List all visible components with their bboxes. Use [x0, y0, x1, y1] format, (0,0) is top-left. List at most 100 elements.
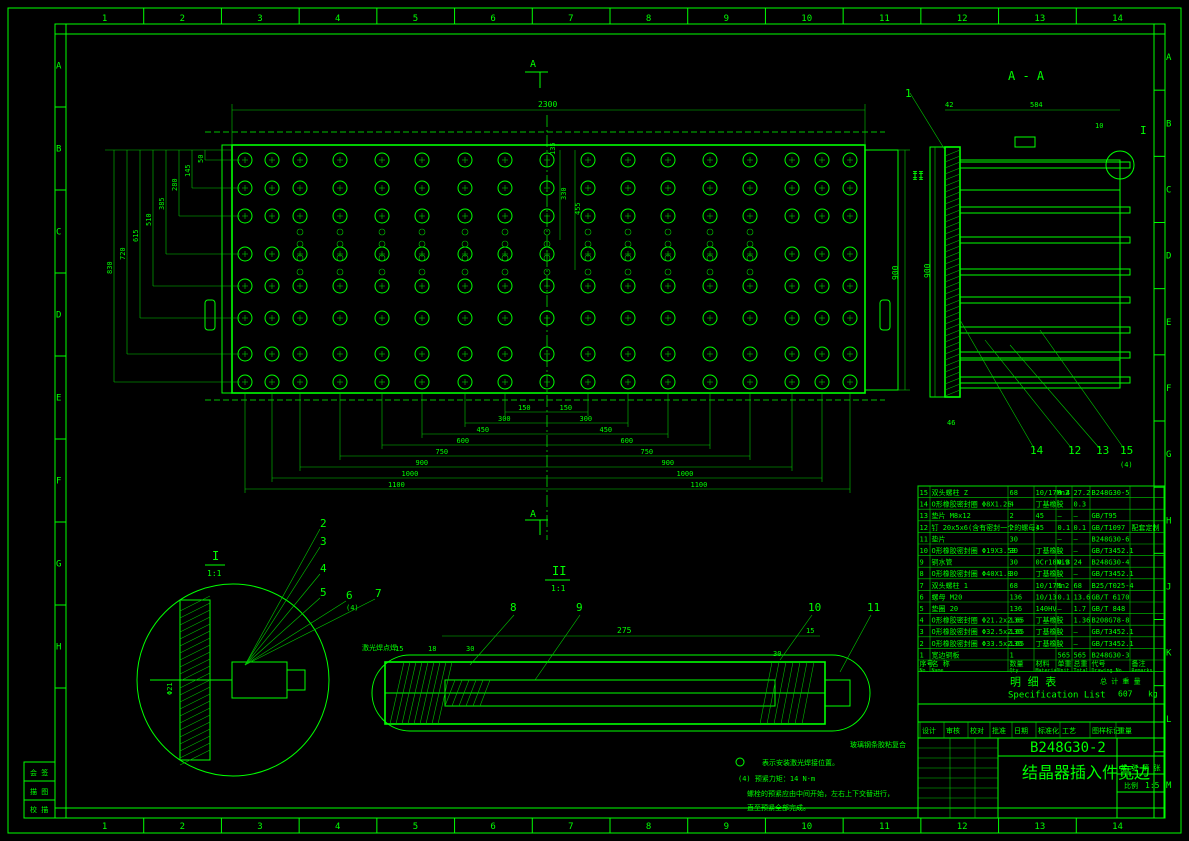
bolt-hole — [497, 180, 513, 196]
table-header-en: Drawing No. — [1092, 668, 1125, 674]
table-cell: 1 — [920, 651, 924, 659]
table-cell: 24 — [1074, 559, 1082, 567]
bolt-hole-ring — [702, 374, 718, 390]
table-cell: — — [1074, 512, 1079, 520]
bolt-hole-ring — [814, 180, 830, 196]
detail1-title: I — [212, 549, 219, 563]
bolt-hole — [842, 208, 858, 224]
stud-mark — [418, 254, 426, 262]
table-cell: 丁基橡胶 — [1036, 627, 1064, 636]
table-cell: 1 — [1058, 582, 1062, 590]
hatch-line — [451, 679, 463, 707]
hatch-line — [944, 257, 961, 265]
table-header: 单重 — [1058, 659, 1072, 668]
section-rod — [959, 296, 1131, 304]
stud-mark — [664, 268, 672, 276]
bolt-hole — [702, 208, 718, 224]
table-cell: GB/T3452.1 — [1092, 628, 1134, 636]
bolt-hole-ring — [264, 278, 280, 294]
bolt-hole — [814, 374, 830, 390]
bolt-hole-ring — [742, 152, 758, 168]
table-cell: O形橡胶密封圈 Φ40X1.8 — [932, 569, 1012, 578]
bolt-hole-ring — [742, 346, 758, 362]
note-3: 直至预紧全部完成。 — [747, 803, 810, 812]
bolt-hole — [497, 208, 513, 224]
table-cell: 钉 20x5x6(含有密封一个的螺母) — [932, 523, 1040, 532]
bolt-hole — [702, 346, 718, 362]
dim-46: 46 — [947, 419, 955, 427]
table-header: 数量 — [1010, 659, 1024, 668]
stud-mark — [418, 268, 426, 276]
bolt-hole — [620, 346, 636, 362]
table-header-en: Name — [932, 668, 944, 674]
left-dim-label: 830 — [106, 261, 114, 274]
stud-mark — [664, 228, 672, 236]
hatch-line — [401, 661, 417, 725]
bolt-hole — [580, 374, 596, 390]
detail2-note-0: 激光焊点焊 — [362, 643, 397, 652]
table-cell: 垫片 M8x12 — [932, 511, 971, 520]
bolt-hole — [620, 246, 636, 262]
bolt-hole-ring — [842, 208, 858, 224]
table-cell: 3 — [920, 628, 924, 636]
table-caption-en: Specification List — [1008, 691, 1106, 701]
table-cell: 0Cr18Ni9 — [1036, 559, 1070, 567]
balloon-label: 10 — [808, 601, 821, 614]
hatch-line — [944, 245, 961, 253]
bolt-hole — [660, 246, 676, 262]
stud-mark — [543, 240, 551, 248]
table-cell: — — [1058, 640, 1063, 648]
frame-col-label-top: 8 — [646, 14, 651, 24]
table-cell: 丁基橡胶 — [1036, 639, 1064, 648]
bolt-hole-ring — [660, 208, 676, 224]
stud-mark — [501, 268, 509, 276]
hatch-line — [179, 700, 211, 717]
table-cell: 27.2 — [1074, 489, 1091, 497]
stud-mark — [336, 240, 344, 248]
bolt-hole — [784, 246, 800, 262]
bolt-hole-ring — [620, 374, 636, 390]
detail-ii: II 1:1 275 15 18 30 30 15 激光焊点焊 玻璃钢条胶粘复合 — [362, 564, 906, 749]
bolt-hole-ring — [742, 310, 758, 326]
table-cell: 丁基橡胶 — [1036, 616, 1064, 625]
bolt-hole-ring — [332, 374, 348, 390]
plan-bottom-dimensions: 1503004506007509001000110015030045060075… — [244, 392, 851, 493]
bolt-hole-ring — [374, 152, 390, 168]
bolt-hole — [414, 246, 430, 262]
bolt-hole-ring — [784, 278, 800, 294]
bolt-hole — [842, 180, 858, 196]
section-rod — [959, 206, 1131, 214]
table-cell: 30 — [1010, 559, 1018, 567]
hatch-line — [425, 661, 441, 725]
bolt-hole — [414, 346, 430, 362]
stud-mark — [336, 268, 344, 276]
table-caption: 明 细 表 — [1010, 675, 1056, 689]
frame-col-label-bottom: 6 — [490, 822, 495, 832]
bolt-hole — [580, 278, 596, 294]
bolt-hole — [237, 180, 253, 196]
table-cell: 136 — [1010, 640, 1023, 648]
bolt-hole — [264, 208, 280, 224]
hatch-line — [944, 377, 961, 385]
stud-mark — [706, 268, 714, 276]
frame-row-label-right: H — [1166, 516, 1171, 526]
table-cell: GB/T1097 — [1092, 524, 1126, 532]
table-cell: O形橡胶密封圈 Φ19X3.53 — [932, 546, 1016, 555]
table-cell: 2 — [1010, 524, 1014, 532]
bolt-hole — [660, 180, 676, 196]
bolt-hole-ring — [497, 208, 513, 224]
bolt-hole — [414, 278, 430, 294]
bolt-hole — [332, 246, 348, 262]
frame-col-label-top: 4 — [335, 14, 340, 24]
detail2-dim-1: 15 — [806, 627, 814, 635]
bolt-hole-ring — [742, 374, 758, 390]
table-header-en: Qty — [1010, 668, 1019, 674]
bolt-hole-ring — [264, 374, 280, 390]
stud-mark — [664, 240, 672, 248]
bolt-hole-ring — [497, 278, 513, 294]
bolt-hole-ring — [842, 346, 858, 362]
bolt-hole-ring — [620, 152, 636, 168]
balloon-leader — [1039, 329, 1126, 451]
balloon-leader — [959, 319, 1036, 451]
frame-col-label-top: 1 — [102, 14, 107, 24]
